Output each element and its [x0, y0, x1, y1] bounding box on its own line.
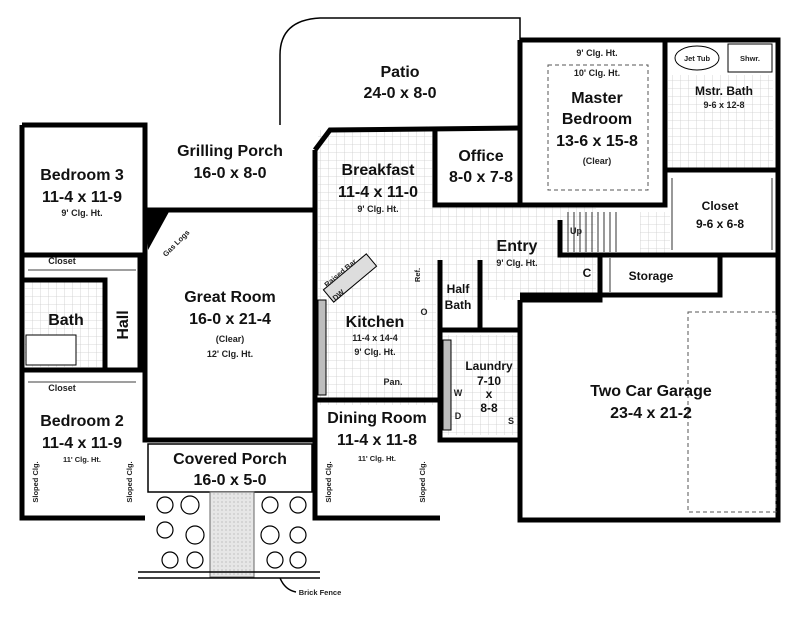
garage-label: Two Car Garage	[590, 383, 712, 400]
closet-rods	[28, 178, 773, 383]
walls	[19, 37, 781, 523]
laundry-size-2: x	[486, 387, 493, 401]
dining-room-label: Dining Room	[327, 410, 427, 427]
jet-tub-icon	[674, 45, 720, 71]
master-closet-size: 9-6 x 6-8	[696, 217, 744, 231]
kitchen-counter	[317, 299, 327, 396]
covered-porch-size: 16-0 x 5-0	[194, 472, 267, 489]
washer-label: W	[454, 388, 463, 398]
laundry-size-3: 8-8	[480, 401, 498, 415]
bedroom3-ceiling: 9' Clg. Ht.	[61, 208, 102, 218]
entry-label: Entry	[497, 238, 538, 255]
grilling-porch-label: Grilling Porch	[177, 143, 283, 160]
brick-fence-leader	[279, 577, 297, 593]
master-closet-label: Closet	[702, 199, 739, 213]
tub-icon	[25, 334, 77, 366]
shower-label: Shwr.	[740, 54, 760, 63]
entry-ceiling: 9' Clg. Ht.	[496, 258, 537, 268]
great-room-ceiling: 12' Clg. Ht.	[207, 349, 253, 359]
breakfast-size: 11-4 x 11-0	[338, 184, 418, 201]
pantry-label: Pan.	[383, 377, 402, 387]
master-size: 13-6 x 15-8	[556, 133, 638, 150]
sink-label: S	[508, 416, 514, 426]
grilling-porch-size: 16-0 x 8-0	[194, 165, 267, 182]
master-label-1: Master	[571, 90, 623, 107]
breakfast-label: Breakfast	[342, 162, 416, 179]
refrigerator-label: Ref.	[413, 268, 422, 282]
storage-label: Storage	[629, 269, 674, 283]
great-room-size: 16-0 x 21-4	[189, 311, 271, 328]
planter-shrubs	[156, 495, 307, 569]
master-tray-ceiling	[547, 64, 649, 191]
master-bath-size: 9-6 x 12-8	[703, 100, 744, 110]
office-label: Office	[458, 148, 503, 165]
walkway	[209, 491, 255, 578]
dining-sloped-right: Sloped Clg.	[418, 461, 427, 502]
master-bath-label: Mstr. Bath	[695, 84, 753, 98]
brick-fence	[138, 571, 320, 579]
kitchen-size: 11-4 x 14-4	[352, 333, 398, 343]
dining-room-ceiling: 11' Clg. Ht.	[358, 454, 396, 463]
raised-bar-counter	[322, 253, 378, 303]
kitchen-label: Kitchen	[346, 314, 405, 331]
coat-closet-label: C	[583, 266, 592, 280]
office-size: 8-0 x 7-8	[449, 169, 513, 186]
patio-label: Patio	[380, 64, 419, 81]
patio-outline	[279, 17, 521, 125]
dryer-label: D	[455, 411, 462, 421]
breakfast-ceiling: 9' Clg. Ht.	[357, 204, 398, 214]
covered-porch-label: Covered Porch	[173, 451, 287, 468]
brick-fence-label: Brick Fence	[299, 588, 342, 597]
bedroom2-sloped-right: Sloped Clg.	[125, 461, 134, 502]
great-room-label: Great Room	[184, 289, 276, 306]
bedroom2-size: 11-4 x 11-9	[42, 435, 122, 452]
shower-icon	[727, 43, 773, 73]
laundry-size-1: 7-10	[477, 374, 501, 388]
laundry-counter	[442, 339, 452, 431]
garage-door-outline	[687, 311, 777, 513]
fireplace-icon	[145, 210, 170, 250]
bedroom2-label: Bedroom 2	[40, 413, 124, 430]
master-ceiling-inner: 10' Clg. Ht.	[574, 68, 620, 78]
dining-sloped-left: Sloped Clg.	[324, 461, 333, 502]
closet-b3-label: Closet	[48, 256, 76, 266]
master-label-2: Bedroom	[562, 111, 632, 128]
stairs-icon	[567, 212, 617, 252]
oven-label: O	[420, 307, 427, 317]
laundry-label: Laundry	[465, 359, 513, 373]
hall-label: Hall	[115, 310, 132, 339]
bedroom3-size: 11-4 x 11-9	[42, 189, 122, 206]
master-note: (Clear)	[583, 156, 612, 166]
half-bath-label-1: Half	[447, 282, 471, 296]
bath-label: Bath	[48, 312, 84, 329]
jet-tub-label: Jet Tub	[684, 54, 711, 63]
gas-logs-label: Gas Logs	[161, 228, 192, 259]
bedroom2-sloped-left: Sloped Clg.	[31, 461, 40, 502]
patio-size: 24-0 x 8-0	[364, 85, 437, 102]
great-room-note: (Clear)	[216, 334, 245, 344]
closet-b2-label: Closet	[48, 383, 76, 393]
garage-size: 23-4 x 21-2	[610, 405, 692, 422]
half-bath-label-2: Bath	[445, 298, 472, 312]
kitchen-ceiling: 9' Clg. Ht.	[354, 347, 395, 357]
bedroom3-label: Bedroom 3	[40, 167, 124, 184]
dining-room-size: 11-4 x 11-8	[337, 432, 417, 449]
stairs-up-label: Up	[570, 226, 582, 236]
master-ceiling-outer: 9' Clg. Ht.	[576, 48, 617, 58]
bedroom2-ceiling: 11' Clg. Ht.	[63, 455, 101, 464]
